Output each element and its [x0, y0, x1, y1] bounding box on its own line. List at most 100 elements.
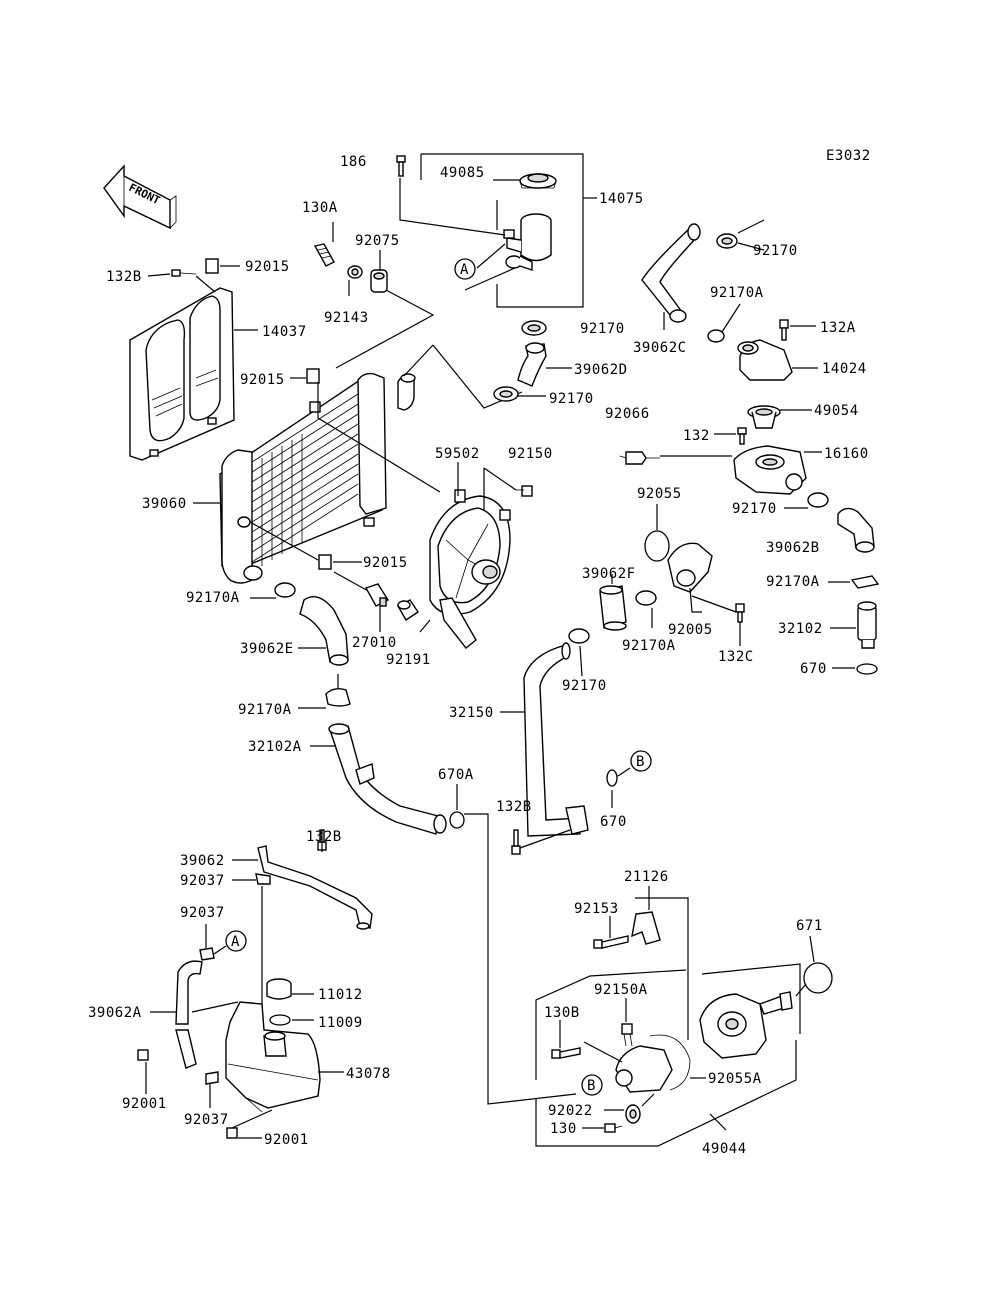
clamp-92170-lower [568, 628, 590, 644]
label-39062a: 39062A [88, 1005, 142, 1021]
label-92170-top: 92170 [753, 243, 798, 259]
sensor-92066 [619, 451, 660, 465]
o-ring-671 [803, 962, 833, 994]
label-39062e: 39062E [240, 641, 294, 657]
radiator-shroud-14037 [129, 287, 235, 461]
svg-text:B: B [636, 754, 645, 770]
svg-text:B: B [587, 1078, 596, 1094]
label-92001-left: 92001 [122, 1096, 167, 1112]
thermostat-housing-16160 [733, 445, 807, 495]
label-92191: 92191 [386, 652, 431, 668]
hose-39062f [599, 585, 627, 631]
clamp-92170-center [521, 320, 547, 336]
thermostat-49054 [747, 405, 781, 429]
thermostat-cover-14024 [737, 339, 793, 381]
impeller-housing-cover [615, 1034, 691, 1093]
label-92143: 92143 [324, 310, 369, 326]
label-92055: 92055 [637, 486, 682, 502]
clamp-92170a-right [707, 329, 725, 343]
label-132b-left: 132B [306, 829, 342, 845]
clamp-92170-top [716, 233, 738, 249]
hose-39062c [641, 223, 701, 323]
clamp-92170-lower-center [493, 386, 519, 402]
label-14024: 14024 [822, 361, 867, 377]
bolt-92001-left [137, 1049, 149, 1061]
label-92037-top: 92037 [180, 873, 225, 889]
label-11009: 11009 [318, 1015, 363, 1031]
hose-39062d [517, 342, 547, 387]
label-39062f: 39062F [582, 566, 636, 582]
o-ring-92055 [644, 530, 670, 562]
nut-92143 [347, 265, 363, 279]
label-49054: 49054 [814, 403, 859, 419]
label-670-center: 670 [600, 814, 627, 830]
label-39062d: 39062D [574, 362, 628, 378]
label-49044: 49044 [702, 1141, 747, 1157]
ref-marker-b-right: B [630, 750, 652, 772]
hose-39062e [299, 596, 349, 666]
hose-39062a [175, 960, 203, 1069]
label-92170a-left: 92170A [186, 590, 240, 606]
clip-92037-top [255, 873, 271, 885]
label-92037-mid: 92037 [180, 905, 225, 921]
label-14075: 14075 [599, 191, 644, 207]
bolt-186 [396, 155, 406, 177]
label-92066: 92066 [605, 406, 650, 422]
part-labels: 186 49085 14075 130A 92075 132B 92015 14… [88, 154, 869, 1157]
bolt-130-bottom [604, 1123, 623, 1133]
label-11012: 11012 [318, 987, 363, 1003]
fan-switch-27010 [364, 583, 390, 607]
bracket-14075 [421, 153, 584, 308]
bolt-132a [779, 319, 789, 341]
label-670a: 670A [438, 767, 474, 783]
label-92153: 92153 [574, 901, 619, 917]
label-92022: 92022 [548, 1103, 593, 1119]
label-92150a: 92150A [594, 982, 648, 998]
cap-92191 [397, 599, 419, 621]
label-43078: 43078 [346, 1066, 391, 1082]
cooling-fan-59502 [429, 489, 511, 649]
o-ring-670-center [606, 769, 618, 787]
label-132b-top: 132B [106, 269, 142, 285]
label-92055a: 92055A [708, 1071, 762, 1087]
label-16160: 16160 [824, 446, 869, 462]
ref-marker-a-left: A [225, 930, 247, 952]
pipe-32102 [857, 601, 877, 649]
bolt-92001-bottom [226, 1127, 238, 1139]
bolt-130b [551, 1047, 581, 1059]
label-132a: 132A [820, 320, 856, 336]
label-92170-center: 92170 [580, 321, 625, 337]
label-92005: 92005 [668, 622, 713, 638]
bolt-92150 [516, 485, 533, 497]
label-92170-lower: 92170 [562, 678, 607, 694]
clip-92015-mid [306, 368, 320, 384]
label-186: 186 [340, 154, 367, 170]
clamp-92170a-center [635, 590, 657, 606]
label-32102: 32102 [778, 621, 823, 637]
clip-92015-low [318, 554, 332, 570]
clamp-92170-right [807, 492, 829, 508]
water-pump-body [699, 991, 793, 1059]
pipe-32150 [523, 642, 589, 837]
label-130b: 130B [544, 1005, 580, 1021]
diagram-code: E3032 [826, 148, 871, 164]
label-92015-mid: 92015 [240, 372, 285, 388]
seal-92022 [625, 1104, 641, 1124]
label-92075: 92075 [355, 233, 400, 249]
bolt-92153 [593, 935, 629, 949]
hose-39062b [837, 507, 875, 553]
label-92170a-lower-left: 92170A [238, 702, 292, 718]
label-92015-top: 92015 [245, 259, 290, 275]
clip-92015-top [205, 258, 219, 274]
bracket-21126 [635, 897, 689, 1040]
label-92015-low: 92015 [363, 555, 408, 571]
o-ring-670a [449, 811, 465, 829]
bolt-132b-center [511, 829, 521, 855]
clamp-92170a-far-right [850, 575, 880, 589]
label-39062: 39062 [180, 853, 225, 869]
front-arrow-icon: FRONT [103, 164, 177, 230]
radiator-cap-49085 [519, 173, 557, 189]
label-130a: 130A [302, 200, 338, 216]
label-92170a-top: 92170A [710, 285, 764, 301]
